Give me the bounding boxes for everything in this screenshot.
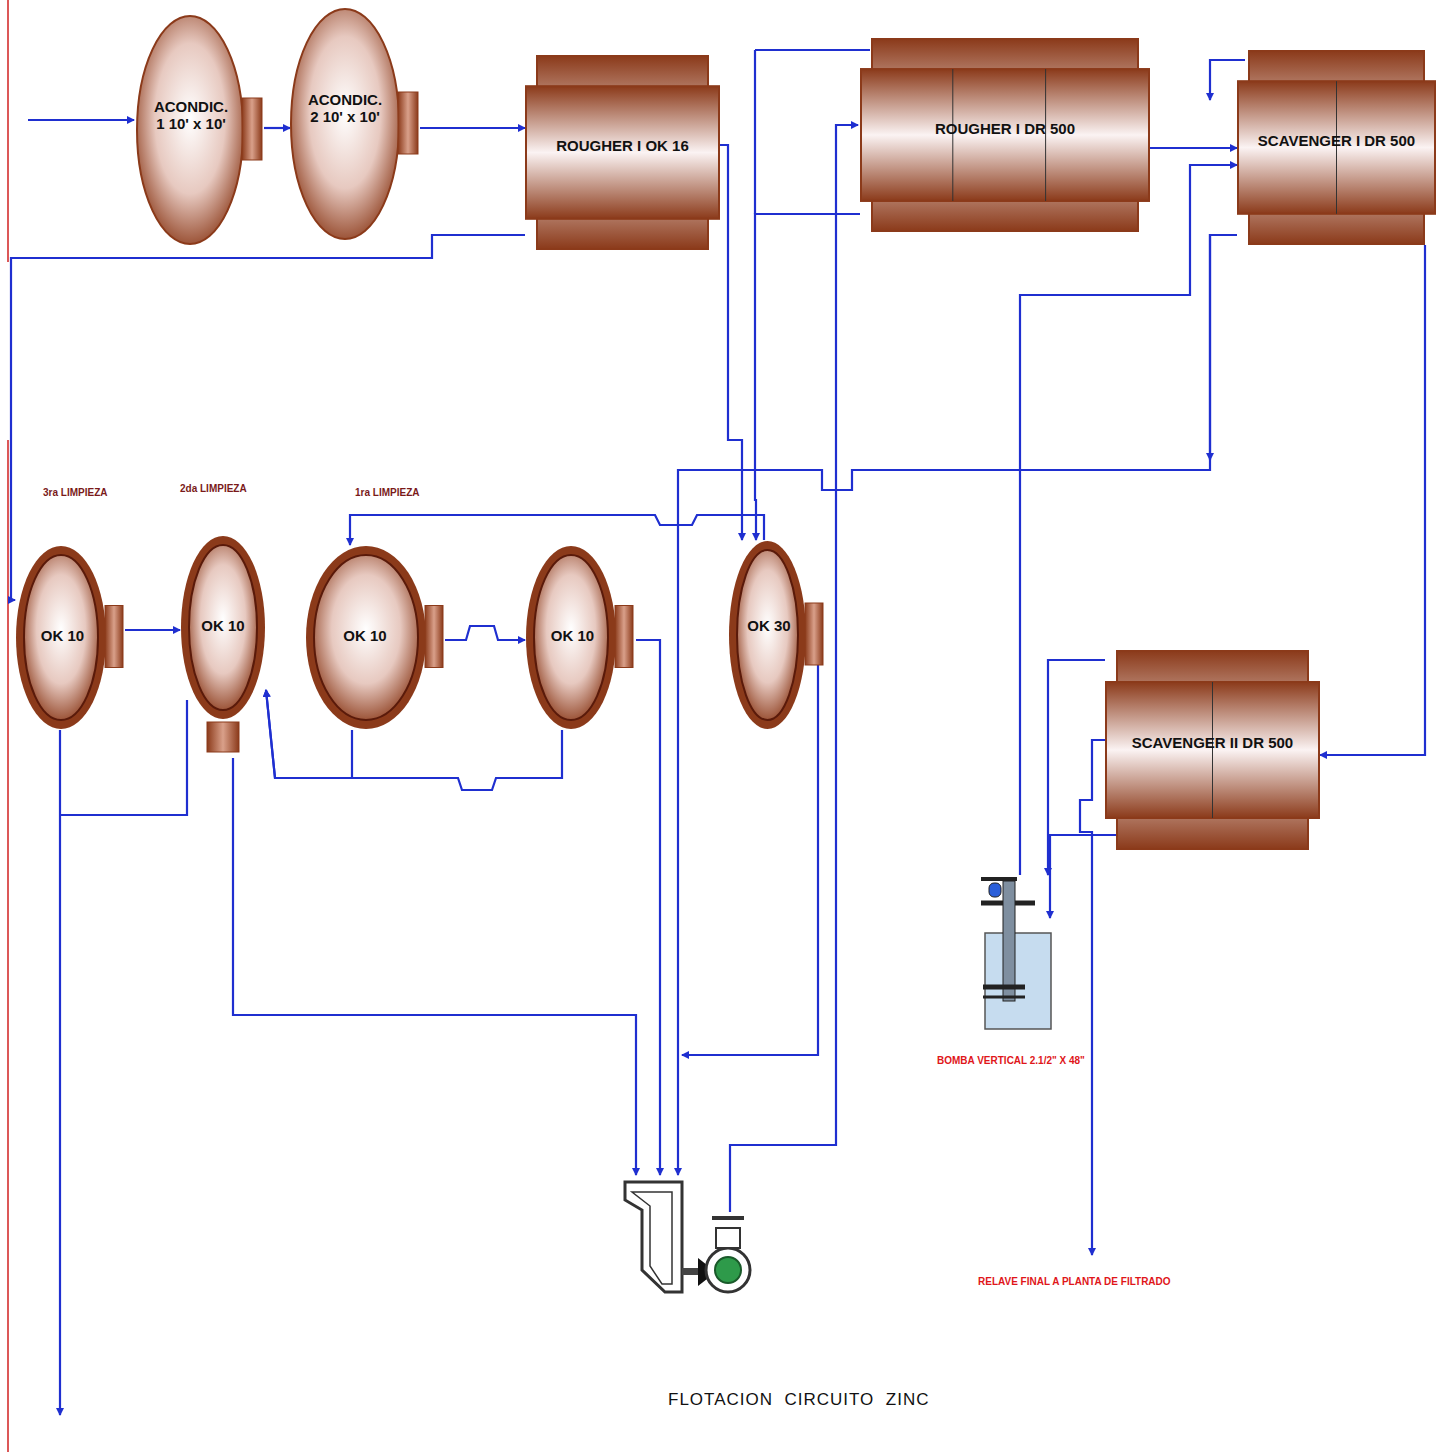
- label-area: SCAVENGER II DR 500: [1119, 722, 1306, 762]
- flotation-cell: OK 10: [525, 545, 635, 730]
- flow-connector: [420, 127, 525, 129]
- flotation-cell: OK 30: [728, 540, 825, 730]
- flow-connector: [720, 145, 742, 540]
- flotation-cell: 2da LIMPIEZAOK 10: [180, 535, 266, 760]
- equipment-name: ACONDIC. 2 10' x 10': [303, 91, 387, 125]
- label-area: ACONDIC. 2 10' x 10': [298, 68, 392, 148]
- shape-outline: [180, 535, 266, 760]
- equipment-name: OK 10: [343, 627, 386, 644]
- diagram-caption: FLOTACION CIRCUITO ZINC: [668, 1390, 929, 1410]
- flow-connector: [264, 127, 290, 129]
- flow-connector: [1320, 245, 1425, 755]
- shape-outline: [975, 875, 1055, 1030]
- flow-connector: [266, 690, 562, 790]
- conditioner-tank: ACONDIC. 1 10' x 10': [136, 15, 264, 245]
- label-area: OK 10: [25, 615, 100, 655]
- tailings-note: RELAVE FINAL A PLANTA DE FILTRADO: [976, 1276, 1173, 1287]
- flow-connector: [125, 629, 180, 631]
- equipment-name: ROUGHER I DR 500: [935, 120, 1075, 137]
- page-border: [7, 0, 9, 1452]
- equipment-name: OK 10: [201, 617, 244, 634]
- equipment-name: OK 10: [551, 627, 594, 644]
- pipe-lines: [28, 50, 1245, 1415]
- label-area: OK 10: [315, 615, 415, 655]
- equipment-name: SCAVENGER II DR 500: [1132, 734, 1293, 751]
- flow-connector: [1048, 660, 1105, 875]
- flotation-bank: ROUGHER I DR 500: [860, 38, 1150, 232]
- label-area: OK 10: [186, 605, 260, 645]
- flow-connector: [755, 214, 860, 540]
- label-area: OK 30: [734, 605, 804, 645]
- pump-label: BOMBA VERTICAL 2.1/2" X 48": [935, 1055, 1087, 1066]
- stage-heading: 1ra LIMPIEZA: [355, 487, 419, 498]
- label-area: ROUGHER I DR 500: [880, 108, 1130, 148]
- flow-connector: [350, 515, 764, 545]
- label-area: ROUGHER I OK 16: [537, 125, 708, 165]
- equipment-name: OK 10: [41, 627, 84, 644]
- vertical-pump: BOMBA VERTICAL 2.1/2" X 48": [975, 875, 1055, 1030]
- flotation-bank: SCAVENGER I DR 500: [1237, 50, 1436, 245]
- conditioner-tank: ACONDIC. 2 10' x 10': [290, 8, 420, 240]
- stage-heading: 2da LIMPIEZA: [180, 483, 247, 494]
- pump-and-hopper: [625, 1182, 750, 1292]
- flotation-cell: 3ra LIMPIEZAOK 10: [15, 545, 125, 730]
- label-area: SCAVENGER I DR 500: [1249, 120, 1424, 160]
- shape-outline: [728, 540, 825, 730]
- label-area: OK 10: [535, 615, 610, 655]
- label-area: ACONDIC. 1 10' x 10': [144, 75, 238, 155]
- equipment-name: SCAVENGER I DR 500: [1258, 132, 1415, 149]
- flotation-bank: ROUGHER I OK 16: [525, 55, 720, 250]
- flow-connector: [445, 626, 525, 640]
- flow-connector: [1150, 147, 1237, 149]
- equipment-name: ROUGHER I OK 16: [556, 137, 689, 154]
- flotation-bank: SCAVENGER II DR 500: [1105, 650, 1320, 850]
- flotation-cell: 1ra LIMPIEZAOK 10: [305, 545, 445, 730]
- stage-heading: 3ra LIMPIEZA: [43, 487, 107, 498]
- equipment-name: ACONDIC. 1 10' x 10': [149, 98, 233, 132]
- flow-connector: [11, 235, 525, 600]
- equipment-name: OK 30: [747, 617, 790, 634]
